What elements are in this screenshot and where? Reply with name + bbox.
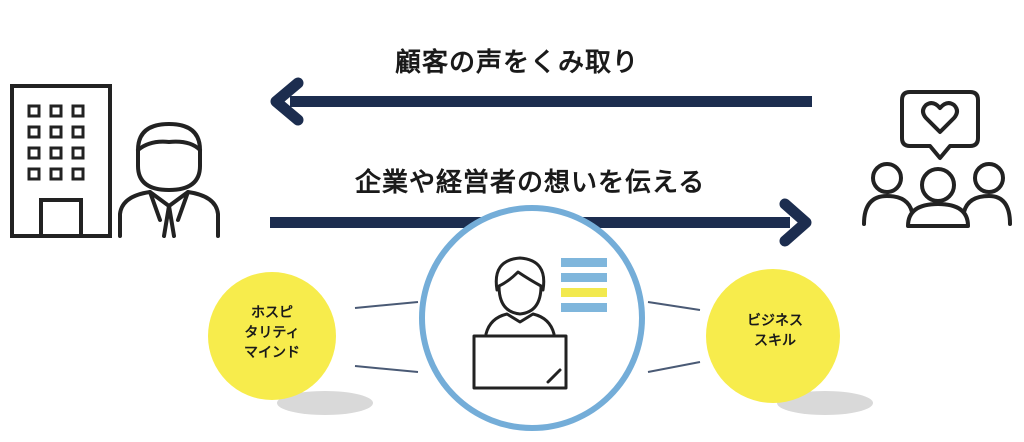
business-skill-label: ビジネス スキル	[720, 311, 830, 351]
left-circle-line-2: タリティ	[244, 325, 300, 341]
left-circle-line-3: マインド	[244, 345, 300, 361]
center-staff-circle	[419, 205, 645, 431]
hospitality-mind-label: ホスピ タリティ マインド	[222, 303, 322, 363]
left-circle-line-1: ホスピ	[251, 305, 293, 321]
person-at-laptop-icon	[472, 256, 568, 390]
businessman-icon	[118, 122, 220, 238]
right-circle-line-2: スキル	[754, 333, 796, 349]
bottom-arrow-label: 企業や経営者の想いを伝える	[355, 168, 706, 198]
right-circle-line-1: ビジネス	[747, 313, 803, 329]
customers-heart-icon	[862, 90, 1012, 228]
top-arrow-label: 顧客の声をくみ取り	[395, 48, 640, 78]
business-skill-circle	[706, 269, 873, 415]
connector-lines	[354, 301, 701, 373]
hospitality-mind-circle	[208, 272, 373, 415]
arrow-to-company	[270, 77, 812, 126]
office-building-icon	[10, 84, 112, 238]
document-stripes-icon	[561, 258, 607, 312]
